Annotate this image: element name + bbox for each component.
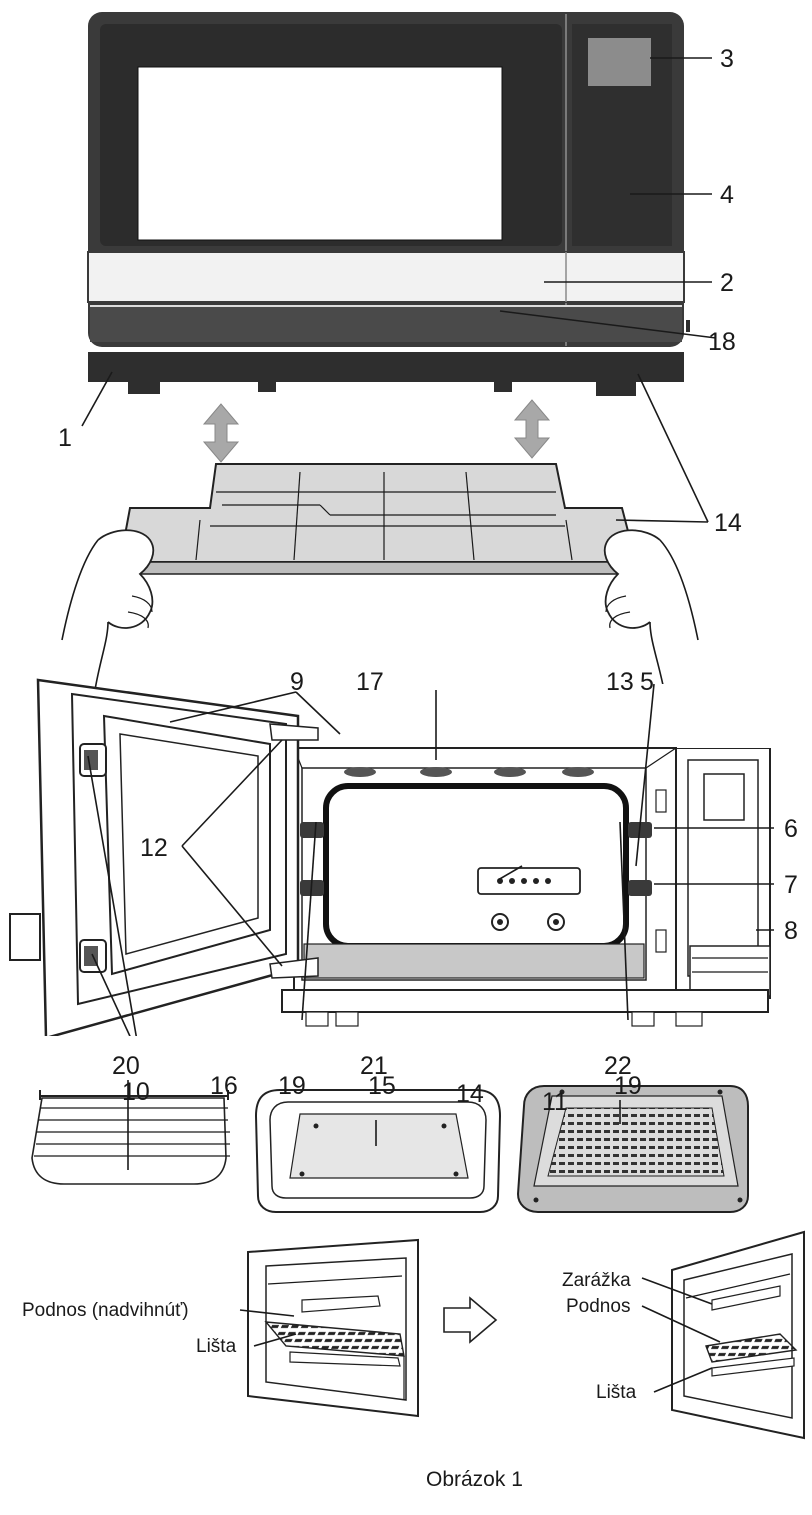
callout-13: 13	[606, 668, 634, 696]
callout-20: 20	[112, 1052, 140, 1080]
oven-cavity	[293, 747, 677, 991]
callout-21: 21	[360, 1052, 388, 1080]
callout-11: 11	[542, 1088, 568, 1116]
label-rail-right: Lišta	[596, 1382, 637, 1403]
right-arrow-icon	[443, 1296, 498, 1344]
double-arrow-icon	[202, 403, 240, 463]
base-plate	[88, 352, 684, 382]
tray-insertion-step-1	[247, 1238, 419, 1418]
callout-19: 19	[614, 1072, 642, 1100]
oven-front-view	[87, 12, 690, 396]
callout-12: 12	[140, 834, 168, 862]
callout-16: 16	[210, 1072, 238, 1100]
callout-14: 14	[714, 509, 742, 537]
callout-8: 8	[784, 917, 798, 945]
display	[588, 38, 651, 86]
label-tray-raised: Podnos (nadvihnúť)	[22, 1300, 189, 1321]
window	[137, 66, 503, 241]
callout-15: 15	[368, 1072, 396, 1100]
wire-rack	[31, 1090, 230, 1185]
callout-19: 19	[278, 1072, 306, 1100]
callout-9: 9	[290, 668, 304, 696]
callout-14: 14	[456, 1080, 484, 1108]
callout-10: 10	[122, 1078, 150, 1106]
leader-lines	[81, 57, 774, 1393]
callout-17: 17	[356, 668, 384, 696]
label-stopper: Zarážka	[562, 1270, 631, 1291]
callout-numbers: 3 4 2 18 1 14 9 17 13 5 12 6 7 8	[58, 45, 798, 945]
door-handle-knob	[9, 913, 41, 961]
double-arrow-icon	[513, 399, 551, 459]
callout-7: 7	[784, 871, 798, 899]
door-handle	[87, 251, 685, 303]
figure-caption: Obrázok 1	[426, 1468, 523, 1491]
callout-3: 3	[720, 45, 734, 73]
baking-tray	[254, 1089, 502, 1213]
label-tray: Podnos	[566, 1296, 630, 1317]
callout-2: 2	[720, 269, 734, 297]
callout-18: 18	[708, 328, 736, 356]
label-rail-left: Lišta	[196, 1336, 237, 1357]
callout-1: 1	[58, 424, 72, 452]
callout-5: 5	[640, 668, 654, 696]
sensor-strip	[477, 867, 581, 895]
base-tray-with-hands	[61, 463, 699, 691]
callout-22: 22	[604, 1052, 632, 1080]
callout-4: 4	[720, 181, 734, 209]
perforated-tray	[516, 1085, 749, 1213]
open-door	[9, 678, 319, 1040]
tray-insertion-step-2	[671, 1230, 805, 1440]
callout-6: 6	[784, 815, 798, 843]
